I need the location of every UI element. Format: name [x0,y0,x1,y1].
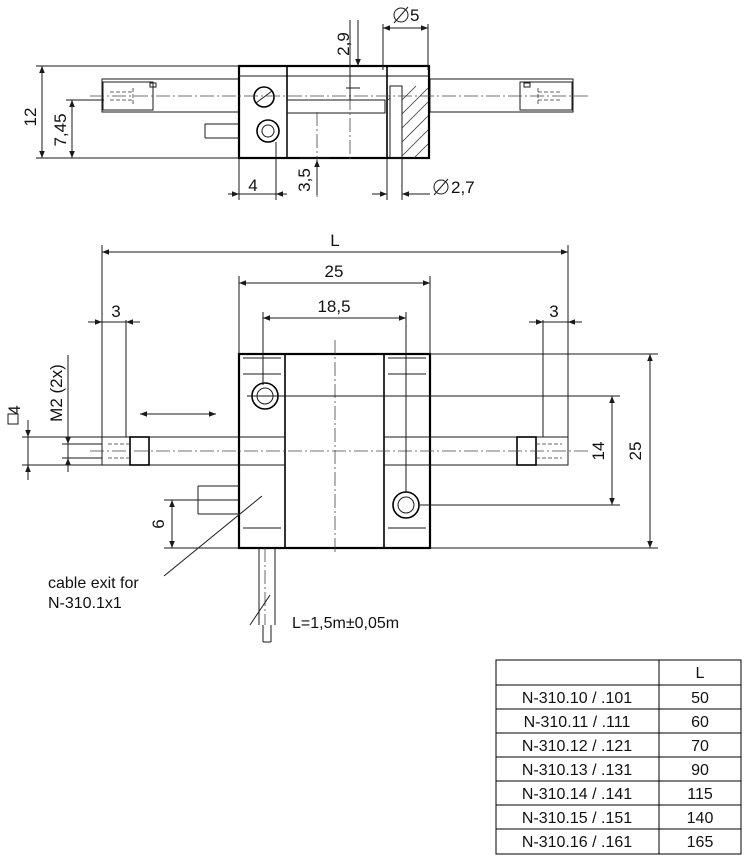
table-row-length: 60 [691,714,709,731]
dim-dia2-7: 2,7 [451,178,475,197]
dim-25-height: 25 [626,442,645,461]
dim-3-right: 3 [549,302,558,321]
table-row-length: 115 [687,786,713,803]
table-row-length: 165 [687,834,714,851]
top-section-hatched [386,65,430,159]
note-cable-exit-line2: N-310.1x1 [48,595,122,612]
leader-cable-length [249,594,271,626]
table-row-model: N-310.13 / .131 [522,762,632,779]
dim-4: 4 [248,176,257,195]
dim-14: 14 [589,442,608,461]
dim-square4: 4 [5,405,24,414]
top-body [237,64,431,160]
table-row-length: 90 [691,762,709,779]
dim-dia5: 5 [410,6,419,25]
top-slot [286,99,386,114]
dim-12: 12 [21,108,40,127]
front-cable-exit [258,548,276,643]
table-row-model: N-310.12 / .121 [522,738,632,755]
dim-3-5: 3,5 [295,168,314,192]
table-row-model: N-310.10 / .101 [522,690,632,707]
table-header-length: L [696,665,705,682]
top-rod-right [429,78,574,113]
note-cable-length: L=1,5m±0,05m [292,615,399,632]
dim-25-width: 25 [325,262,344,281]
top-screw-lower [256,119,280,143]
table-row-model: N-310.14 / .141 [522,786,632,803]
top-cable-stub [204,123,239,139]
dim-square4-group: 4 [5,405,24,425]
table-row-model: N-310.16 / .161 [522,834,632,851]
table-row-model: N-310.15 / .151 [522,810,632,827]
leader-cable-exit [163,495,263,577]
dim-6: 6 [149,519,168,528]
note-cable-exit-line1: cable exit for [48,575,139,592]
table-row-length: 140 [687,810,714,827]
dim-7-45: 7,45 [51,113,70,146]
top-screw-upper [253,86,275,108]
front-view: L 25 18,5 3 3 14 25 [5,231,658,643]
length-table: L N-310.10 / .101 50 N-310.11 / .111 60 … [495,659,742,855]
dim-dia5-group: 5 [393,6,419,25]
dim-3-left: 3 [111,302,120,321]
table-row-length: 50 [691,690,709,707]
dim-dia2-7-group: 2,7 [433,178,475,197]
top-view: 12 7,45 4 3,5 2,9 5 [21,6,590,200]
dim-2-9: 2,9 [334,32,353,56]
dim-18-5: 18,5 [317,297,350,316]
table-row-model: N-310.11 / .111 [524,714,631,731]
dim-L: L [330,231,339,250]
front-screw-lower [392,491,420,519]
dim-m2: M2 (2x) [47,364,66,422]
table-row-length: 70 [691,738,709,755]
top-rod-left [101,78,240,113]
